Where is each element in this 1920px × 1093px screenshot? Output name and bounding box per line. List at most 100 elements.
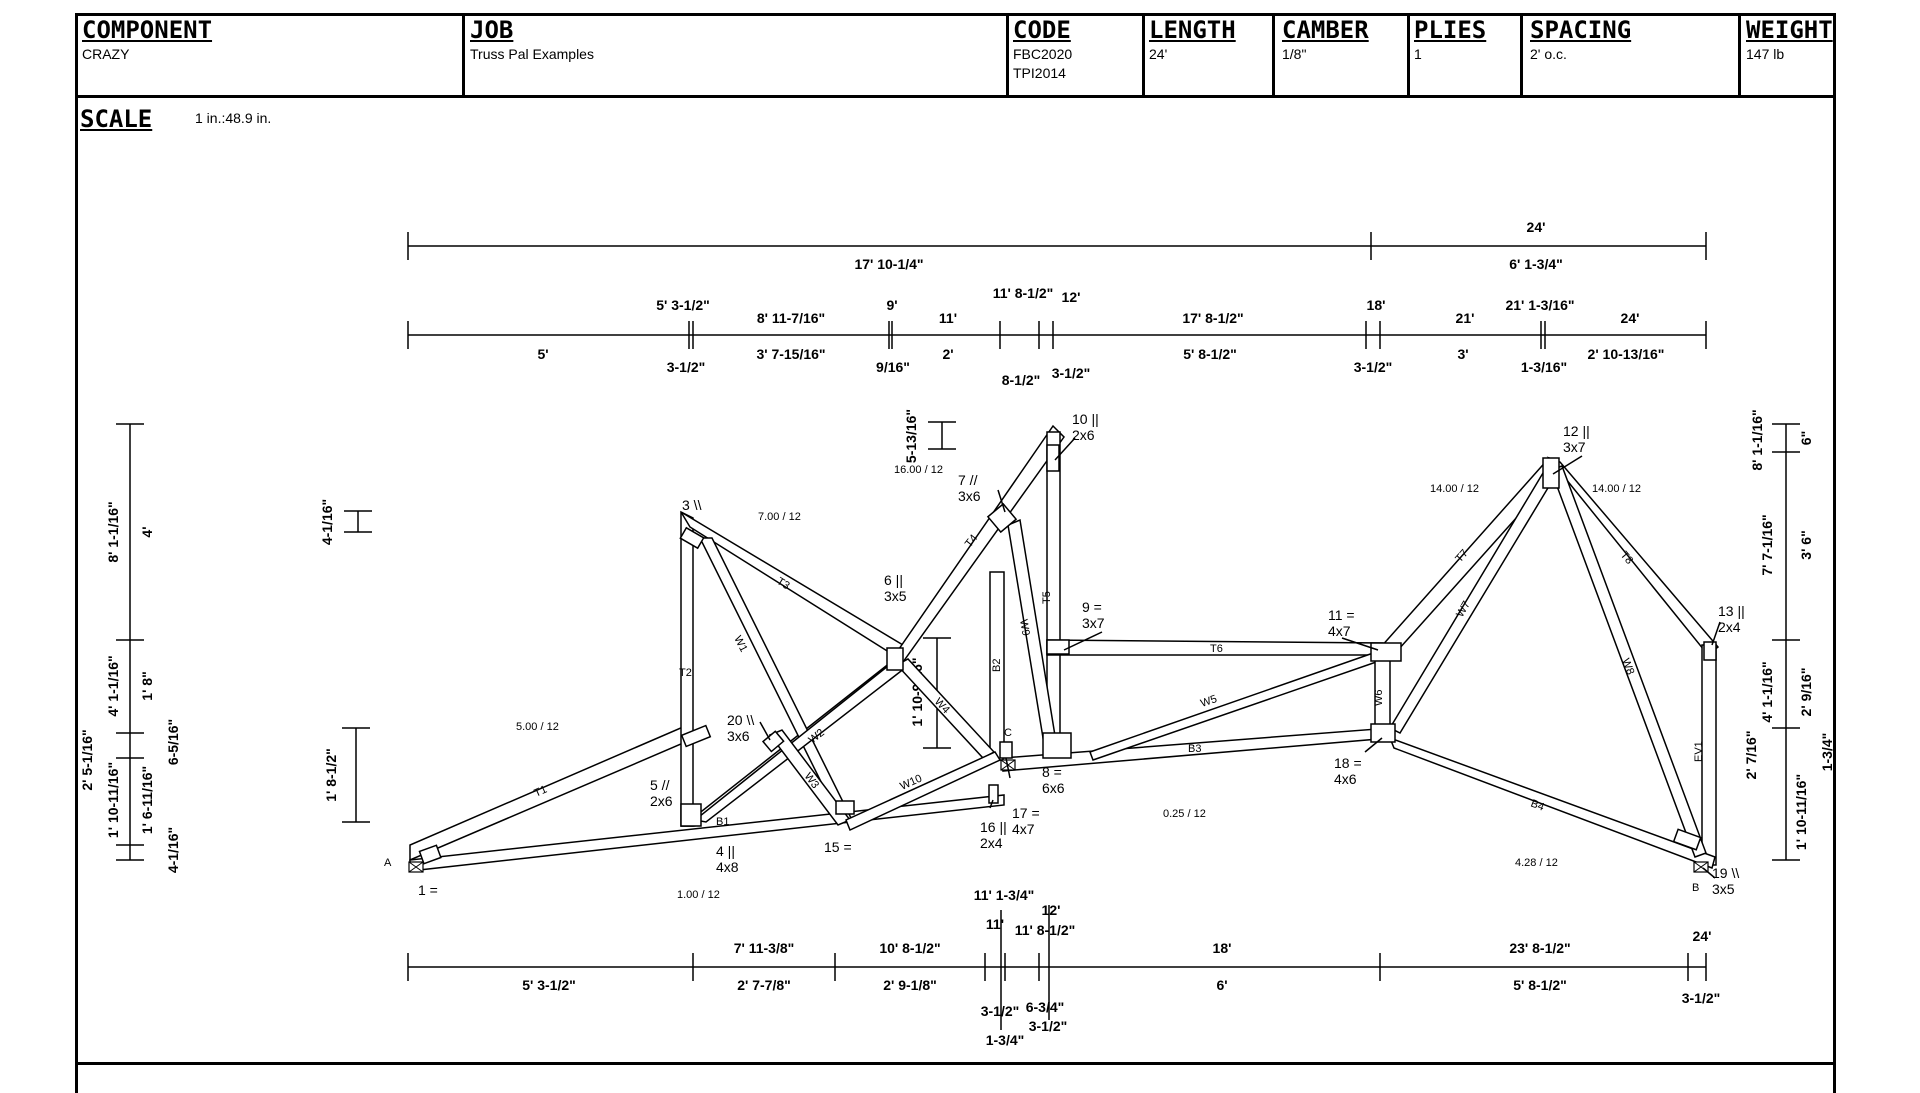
plate-18	[1370, 723, 1396, 743]
joint-label: 3x5	[884, 588, 907, 604]
pitch-label: 5.00 / 12	[516, 721, 559, 733]
pitch-label: 7.00 / 12	[758, 511, 801, 523]
dim-label: 1-3/4"	[986, 1032, 1025, 1048]
dim-label: 1' 10-11/16"	[105, 762, 121, 838]
length-cell: LENGTH 24'	[1149, 16, 1236, 64]
dim-label: 8' 11-7/16"	[757, 310, 825, 326]
left-dimension-labels: 8' 1-1/16" 2' 5-1/16" 4' 4' 1-1/16" 1' 1…	[79, 409, 925, 873]
member-label: W5	[1199, 693, 1219, 710]
joint-label: 15 =	[824, 839, 852, 855]
joint-label: 8 =	[1042, 764, 1062, 780]
header-divider-v	[1142, 13, 1145, 98]
dim-label: 1' 8-1/2"	[323, 748, 339, 802]
plate-17	[999, 741, 1013, 759]
dim-label: 1' 10-11/16"	[1793, 774, 1809, 850]
plate-19	[1672, 828, 1702, 851]
dim-label: 5' 8-1/2"	[1513, 977, 1567, 993]
joint-label: 1 =	[418, 882, 438, 898]
dim-label: 2' 7-7/8"	[737, 977, 791, 993]
plate-15	[835, 800, 855, 815]
dim-label: 18'	[1367, 297, 1386, 313]
member-label: T3	[774, 575, 791, 592]
joint-label: 20 \\	[727, 712, 754, 728]
dim-label: 1-3/16"	[1521, 359, 1567, 375]
member-label: W6	[1373, 690, 1385, 707]
joint-label: 17 =	[1012, 805, 1040, 821]
dim-label: 5' 3-1/2"	[656, 297, 710, 313]
plies-cell: PLIES 1	[1414, 16, 1486, 64]
member-label: T5	[1041, 591, 1053, 604]
dim-label: 3-1/2"	[667, 359, 706, 375]
scale-label: SCALE	[80, 105, 153, 133]
dim-label: 2' 10-13/16"	[1588, 346, 1665, 362]
pitch-label: 16.00 / 12	[894, 464, 943, 476]
dim-label: 3' 6"	[1798, 530, 1814, 559]
dim-label: 11' 8-1/2"	[993, 285, 1054, 301]
component-value: CRAZY	[82, 45, 130, 62]
dim-label: 11' 1-3/4"	[974, 887, 1035, 903]
job-cell: JOB Truss Pal Examples	[470, 16, 594, 64]
header-divider-v	[1520, 13, 1523, 98]
dim-label: 4' 1-1/16"	[105, 655, 121, 716]
member-label: T1	[532, 784, 549, 800]
joint-label: 11 =	[1328, 607, 1355, 623]
job-label: JOB	[470, 16, 514, 44]
dim-label: 10' 8-1/2"	[879, 940, 940, 956]
member-label: T2	[679, 667, 692, 679]
dim-label: 7' 11-3/8"	[734, 940, 795, 956]
dim-label: 11' 8-1/2"	[1015, 922, 1076, 938]
dim-label: 1' 6-11/16"	[139, 766, 155, 834]
spacing-cell: SPACING 2' o.c.	[1530, 16, 1631, 64]
plate-20	[761, 730, 785, 753]
dim-label: 4-1/16"	[165, 827, 181, 873]
sheet-frame	[75, 13, 1836, 1093]
dim-label: 2' 9-1/8"	[883, 977, 937, 993]
member-label: B2	[991, 659, 1003, 672]
pitch-label: 14.00 / 12	[1592, 483, 1641, 495]
dim-label: 3-1/2"	[1029, 1018, 1068, 1034]
support-labels: A B C	[384, 727, 1699, 894]
dim-label: 11'	[986, 916, 1004, 932]
joint-label: 12 ||	[1563, 423, 1590, 439]
support-bearing	[408, 861, 424, 873]
joint-leaders	[759, 437, 1721, 879]
right-dimension-labels: 8' 1-1/16" 7' 7-1/16" 4' 1-1/16" 2' 7/16…	[1743, 409, 1835, 850]
dim-label: 6' 1-3/4"	[1509, 256, 1563, 272]
dim-label: 5-13/16"	[903, 409, 919, 463]
dim-label: 5'	[537, 346, 548, 362]
camber-value: 1/8"	[1282, 45, 1307, 62]
plate-1	[418, 844, 442, 865]
component-label: COMPONENT	[82, 16, 213, 44]
code-cell: CODE FBC2020 TPI2014	[1013, 16, 1072, 84]
dim-label: 24'	[1527, 219, 1546, 235]
joint-label: 3x6	[958, 488, 981, 504]
dim-label: 8' 1-1/16"	[1749, 409, 1765, 470]
member-labels: T1 T2 T3 T4 T5 T6 T7 T8 EV1 B1 B2 B3 B4 …	[532, 532, 1705, 828]
member-label: W8	[1619, 657, 1636, 677]
joint-label: 3 \\	[682, 497, 702, 513]
joint-label: 16 ||	[980, 819, 1007, 835]
plate-13	[1703, 641, 1717, 661]
dim-label: 11'	[939, 310, 957, 326]
joint-label: 2x4	[1718, 619, 1741, 635]
member-label: EV1	[1693, 741, 1705, 762]
member-W7	[1388, 462, 1562, 734]
dim-label: 12'	[1062, 289, 1081, 305]
dim-label: 2'	[942, 346, 953, 362]
weight-label: WEIGHT	[1746, 16, 1833, 44]
dim-label: 4' 1-1/16"	[1759, 661, 1775, 722]
dim-label: 17' 10-1/4"	[854, 256, 923, 272]
bottom-dimension-labels: 5' 3-1/2" 7' 11-3/8" 2' 7-7/8" 10' 8-1/2…	[522, 887, 1720, 1048]
member-T3	[680, 511, 904, 661]
joint-label: 2x6	[1072, 427, 1095, 443]
dim-label: 5' 8-1/2"	[1183, 346, 1237, 362]
joint-label: 3x6	[727, 728, 750, 744]
top-dimension-labels: 24' 17' 10-1/4" 6' 1-3/4" 5' 3-1/2" 8' 1…	[537, 219, 1664, 388]
member-label: B1	[716, 816, 729, 828]
bottom-dimension-lines	[407, 905, 1707, 1030]
dim-label: 2' 9/16"	[1798, 668, 1814, 717]
header-divider	[75, 95, 1836, 98]
dim-label: 1' 8"	[139, 671, 155, 700]
dim-label: 8' 1-1/16"	[105, 501, 121, 562]
